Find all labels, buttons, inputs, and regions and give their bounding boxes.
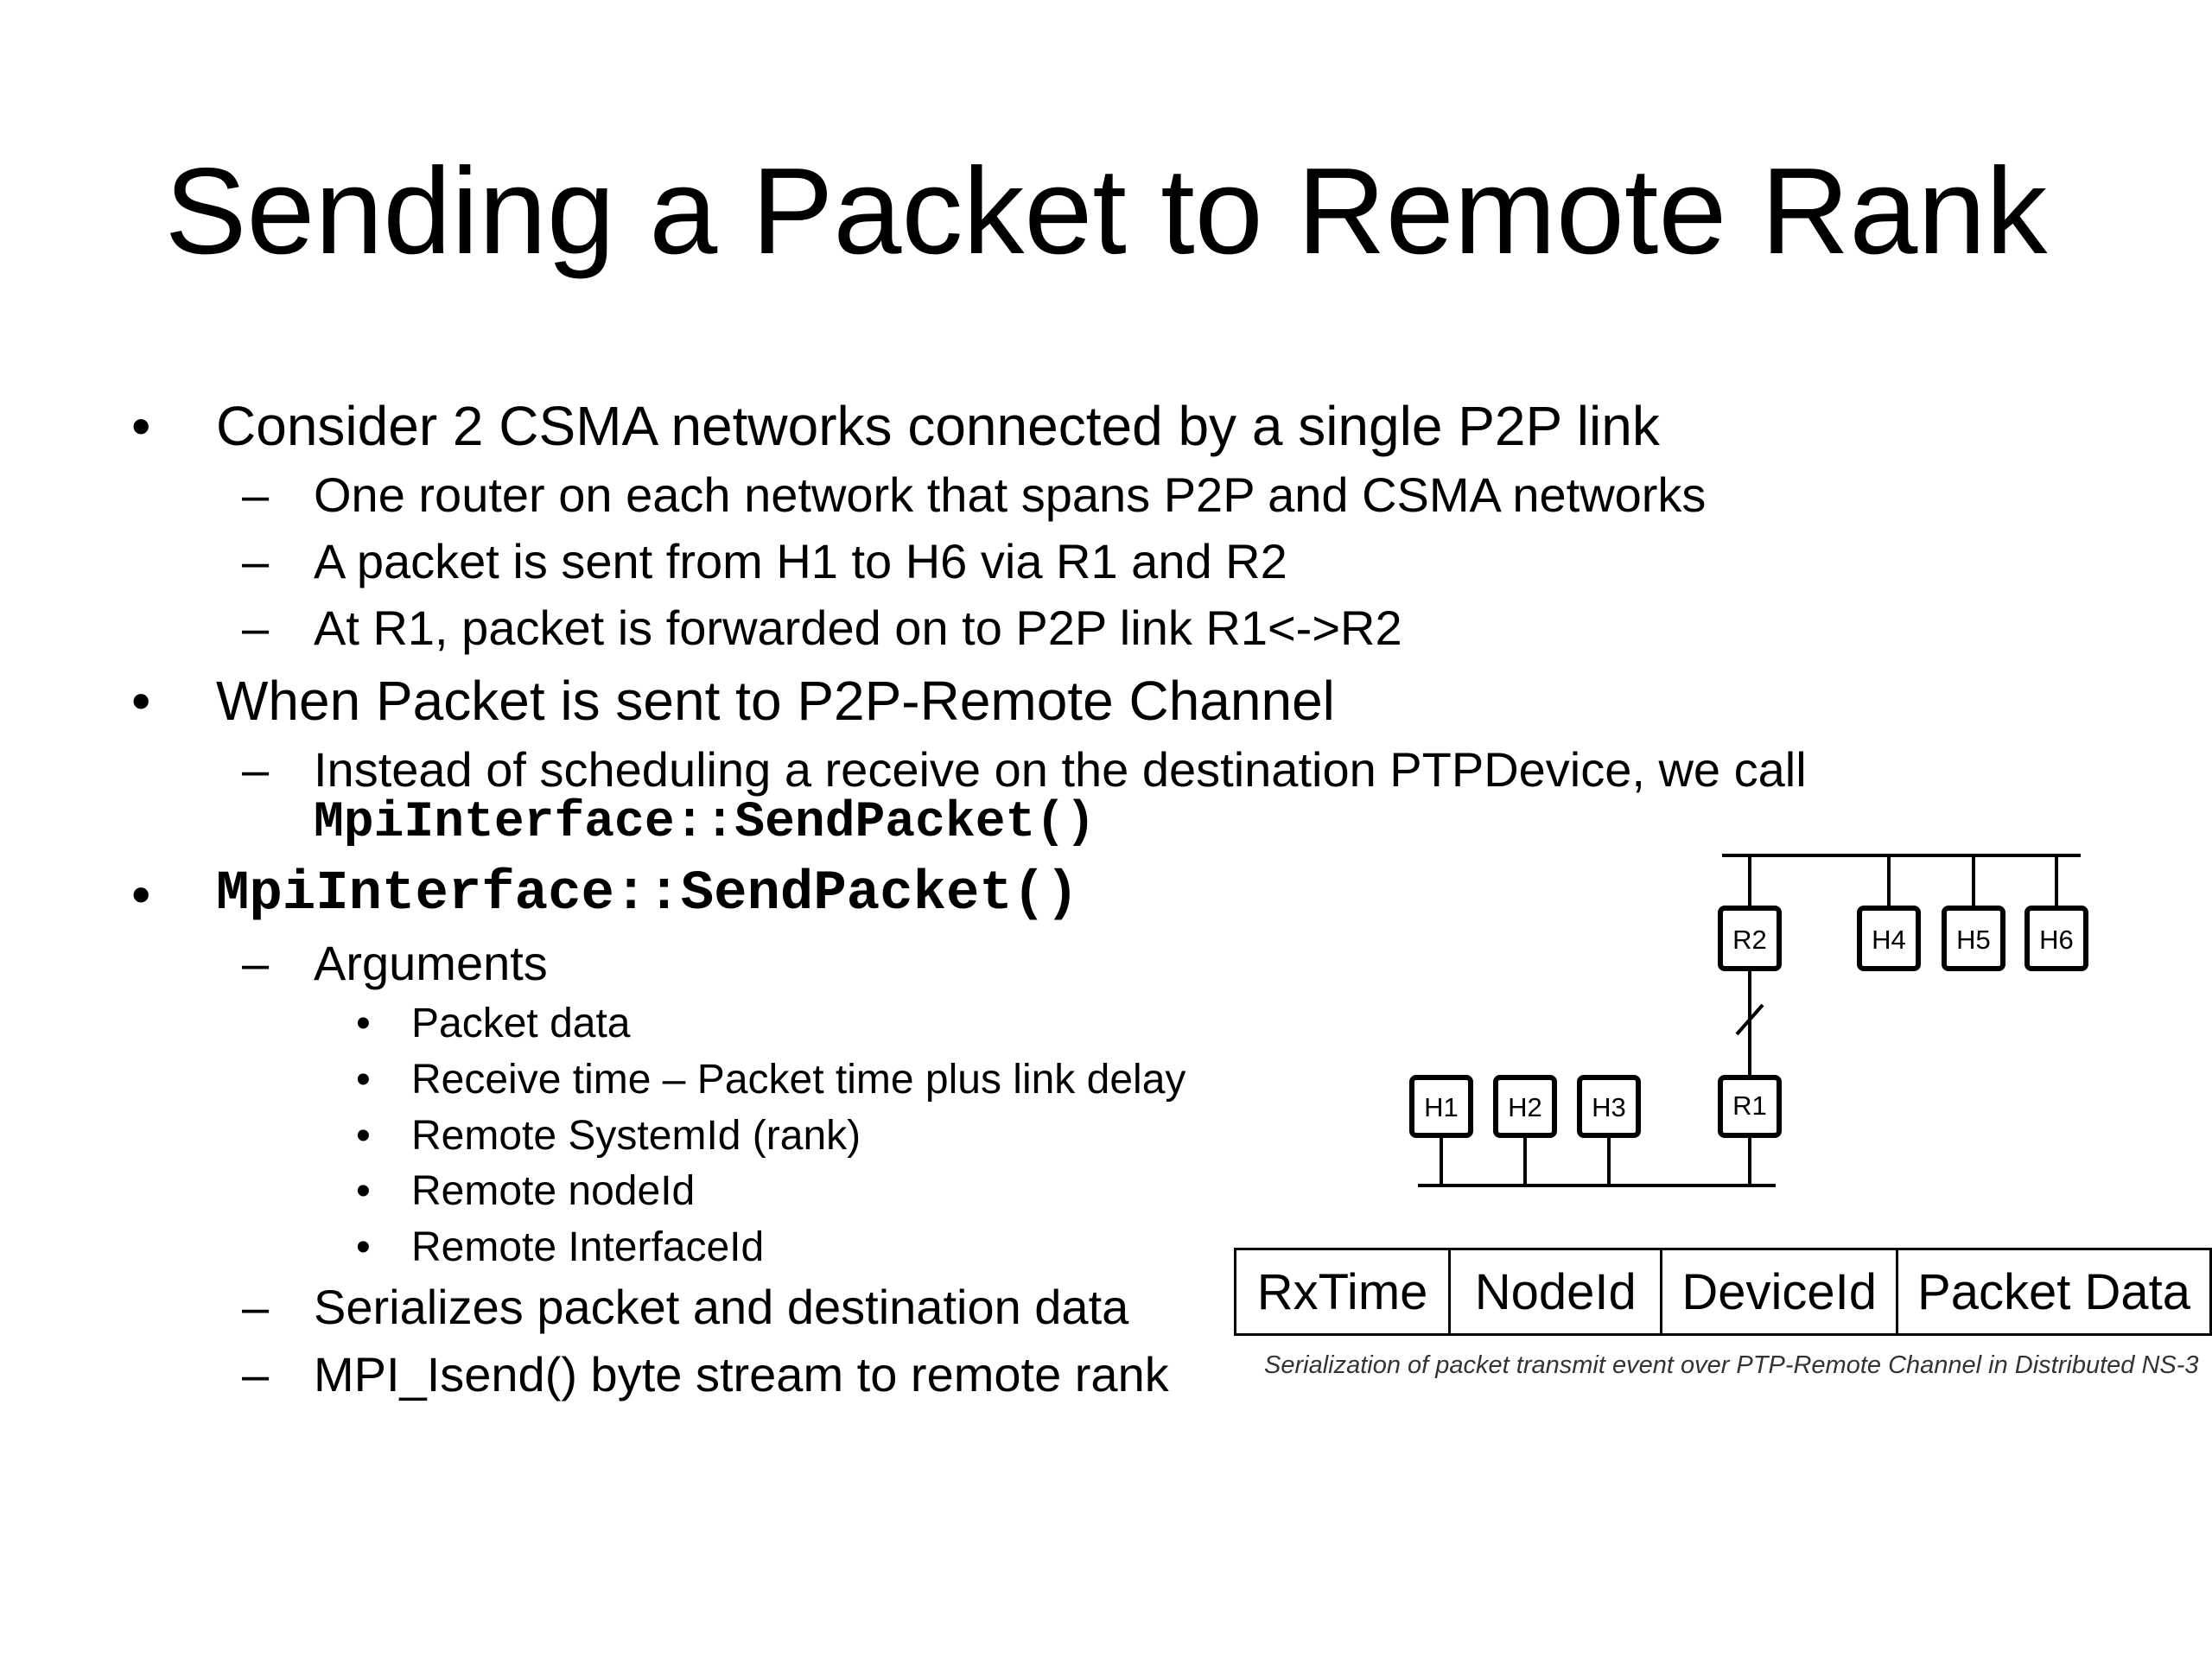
argument-item: Packet data bbox=[411, 1001, 631, 1046]
node-h1: H1 bbox=[1409, 1075, 1473, 1138]
node-label: H1 bbox=[1424, 1092, 1459, 1122]
table-cell-packet-data: Packet Data bbox=[1896, 1248, 2212, 1336]
argument-item: Remote nodeId bbox=[411, 1168, 696, 1214]
node-h6: H6 bbox=[2024, 906, 2088, 971]
node-label: H6 bbox=[2039, 925, 2074, 955]
argument-item: Receive time – Packet time plus link del… bbox=[411, 1057, 1186, 1103]
dash-marker: – bbox=[242, 936, 270, 990]
sub-bullet-forwarding: At R1, packet is forwarded on to P2P lin… bbox=[314, 601, 1402, 655]
sub-bullet-mpi-isend: MPI_Isend() byte stream to remote rank bbox=[314, 1347, 1169, 1402]
bullet-csma-networks: Consider 2 CSMA networks connected by a … bbox=[216, 395, 1660, 457]
table-caption: Serialization of packet transmit event o… bbox=[1264, 1351, 2199, 1379]
table-row: RxTime NodeId DeviceId Packet Data bbox=[1233, 1248, 2212, 1336]
node-label: H5 bbox=[1956, 925, 1991, 955]
dash-marker: – bbox=[242, 742, 270, 797]
bullet-marker: • bbox=[131, 863, 151, 925]
dash-marker: – bbox=[242, 1280, 270, 1334]
node-label: H2 bbox=[1508, 1092, 1542, 1122]
slide-title: Sending a Packet to Remote Rank bbox=[164, 143, 2048, 280]
code-sendpacket-inline: MpiInterface::SendPacket() bbox=[314, 795, 1096, 851]
sub-bullet-packet-path: A packet is sent from H1 to H6 via R1 an… bbox=[314, 534, 1287, 588]
bullet-marker: • bbox=[131, 670, 151, 732]
argument-item: Remote InterfaceId bbox=[411, 1224, 765, 1270]
node-label: H3 bbox=[1592, 1092, 1626, 1122]
dash-marker: – bbox=[242, 1347, 270, 1402]
dash-marker: – bbox=[242, 601, 270, 655]
sub-bullet-router: One router on each network that spans P2… bbox=[314, 467, 1707, 522]
node-r2: R2 bbox=[1718, 906, 1782, 971]
bullet-marker: • bbox=[356, 1001, 371, 1046]
bullet-marker: • bbox=[356, 1113, 371, 1159]
sub-bullet-serializes: Serializes packet and destination data bbox=[314, 1280, 1129, 1334]
sub-bullet-arguments: Arguments bbox=[314, 936, 548, 990]
p2p-link-slash bbox=[1735, 1003, 1764, 1036]
bullet-marker: • bbox=[356, 1057, 371, 1103]
node-r1: R1 bbox=[1718, 1075, 1782, 1138]
serialization-table: RxTime NodeId DeviceId Packet Data bbox=[1233, 1248, 2212, 1336]
bullet-marker: • bbox=[356, 1168, 371, 1214]
node-h5: H5 bbox=[1942, 906, 2005, 971]
table-cell-rxtime: RxTime bbox=[1233, 1248, 1452, 1336]
node-h3: H3 bbox=[1577, 1075, 1641, 1138]
node-label: H4 bbox=[1872, 925, 1906, 955]
bullet-marker: • bbox=[131, 395, 151, 457]
node-h2: H2 bbox=[1493, 1075, 1557, 1138]
dash-marker: – bbox=[242, 534, 270, 588]
dash-marker: – bbox=[242, 467, 270, 522]
bullet-marker: • bbox=[356, 1224, 371, 1270]
bullet-sendpacket-code: MpiInterface::SendPacket() bbox=[216, 863, 1079, 925]
bullet-remote-channel: When Packet is sent to P2P-Remote Channe… bbox=[216, 670, 1335, 732]
sub-bullet-instead-of-scheduling: Instead of scheduling a receive on the d… bbox=[314, 742, 1807, 797]
node-label: R2 bbox=[1732, 925, 1767, 955]
table-cell-nodeid: NodeId bbox=[1448, 1248, 1663, 1336]
table-cell-deviceid: DeviceId bbox=[1660, 1248, 1899, 1336]
node-h4: H4 bbox=[1857, 906, 1921, 971]
node-label: R1 bbox=[1732, 1090, 1767, 1121]
argument-item: Remote SystemId (rank) bbox=[411, 1113, 861, 1159]
network-diagram: R2 H4 H5 H6 H1 H2 H3 R1 bbox=[1409, 854, 2088, 1187]
